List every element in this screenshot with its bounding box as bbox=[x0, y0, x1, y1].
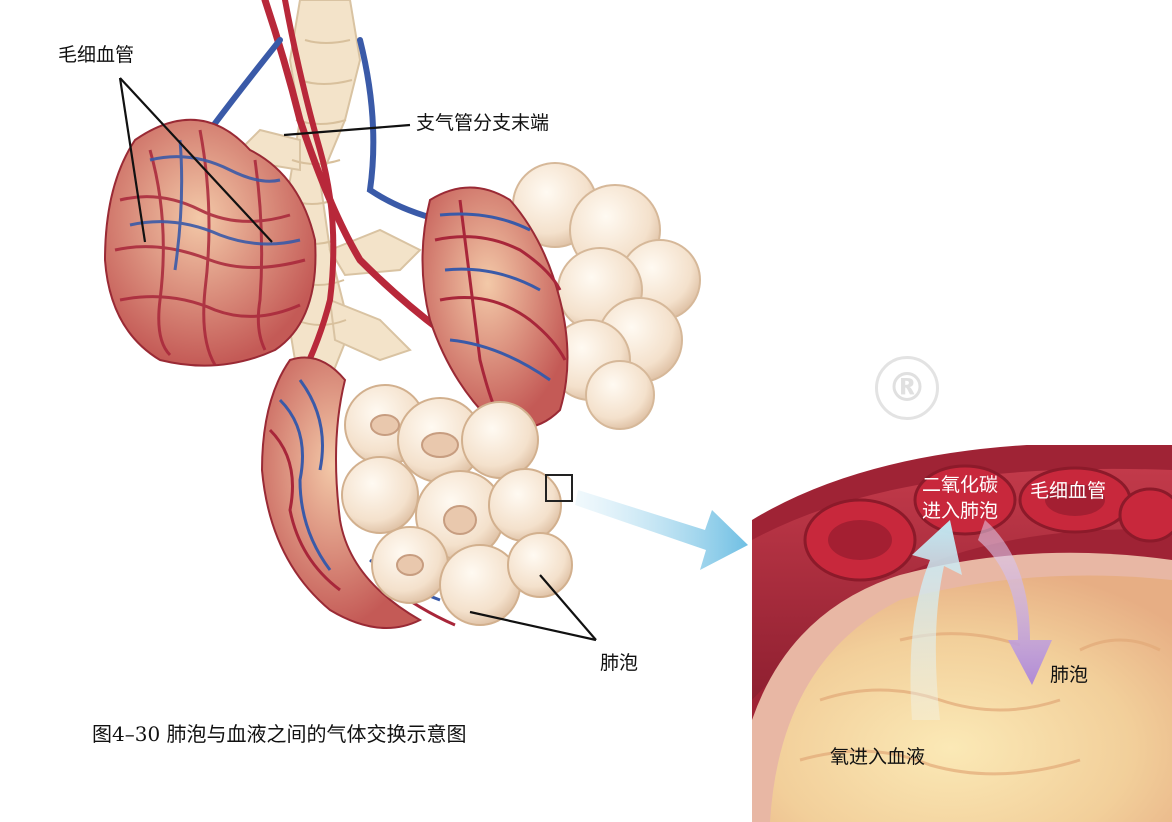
co2-arrow bbox=[978, 520, 1052, 685]
label-capillary-inset: 毛细血管 bbox=[1030, 480, 1107, 502]
right-capillary-cluster bbox=[421, 186, 569, 429]
right-alveoli-group bbox=[512, 162, 701, 430]
inset-detail bbox=[752, 445, 1172, 822]
label-alveolus: 肺泡 bbox=[600, 652, 639, 674]
leader-lines bbox=[118, 77, 597, 642]
label-co2-line2: 进入肺泡 bbox=[922, 500, 999, 522]
bottom-alveolar-cluster bbox=[260, 356, 573, 629]
zoom-arrow bbox=[575, 490, 748, 570]
label-alveolus-inset: 肺泡 bbox=[1050, 664, 1089, 686]
label-co2-line1: 二氧化碳 bbox=[922, 474, 999, 496]
label-capillary: 毛细血管 bbox=[58, 44, 135, 66]
label-bronchiole-end: 支气管分支末端 bbox=[416, 112, 550, 134]
label-oxygen-into-blood: 氧进入血液 bbox=[830, 746, 926, 768]
figure-caption: 图4–30 肺泡与血液之间的气体交换示意图 bbox=[92, 722, 467, 746]
oxygen-arrow bbox=[910, 520, 962, 720]
zoom-source-box bbox=[545, 474, 573, 502]
registered-watermark: ® bbox=[875, 356, 939, 420]
